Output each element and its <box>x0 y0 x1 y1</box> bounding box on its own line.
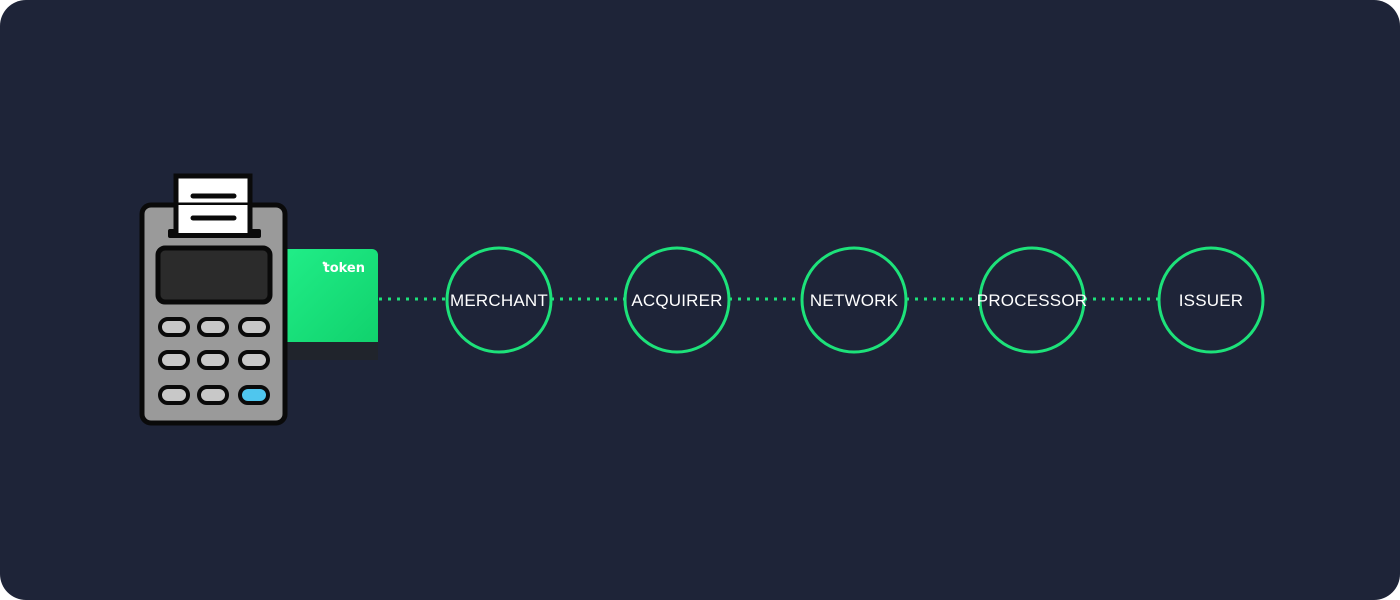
flow-node-label: ISSUER <box>1179 291 1244 310</box>
node-group: MERCHANT ACQUIRER NETWORK PROCESSOR ISSUER <box>445 246 1265 354</box>
flow-node-issuer: ISSUER <box>1157 246 1265 354</box>
flow-node-label: MERCHANT <box>450 291 548 310</box>
flow-node-circle <box>978 246 1086 354</box>
flow-node-circle <box>800 246 908 354</box>
terminal-key <box>158 317 190 337</box>
terminal-key <box>238 317 270 337</box>
payment-terminal-icon <box>139 173 288 426</box>
flow-node-label: ACQUIRER <box>631 291 722 310</box>
flow-node-circle <box>445 246 553 354</box>
flow-node-label: PROCESSOR <box>977 291 1087 310</box>
terminal-key <box>158 350 190 370</box>
terminal-key <box>238 385 270 405</box>
flow-node-processor: PROCESSOR <box>977 246 1087 354</box>
terminal-key <box>238 350 270 370</box>
flow-node-network: NETWORK <box>800 246 908 354</box>
terminal-keypad <box>158 317 270 405</box>
terminal-key <box>158 385 190 405</box>
terminal-key <box>197 317 229 337</box>
flow-node-acquirer: ACQUIRER <box>623 246 731 354</box>
flow-node-label: NETWORK <box>810 291 899 310</box>
terminal-key <box>197 385 229 405</box>
terminal-screen <box>155 245 273 305</box>
flow-node-merchant: MERCHANT <box>445 246 553 354</box>
token-card-icon: token <box>268 249 378 360</box>
terminal-key <box>197 350 229 370</box>
card-brand-label: token <box>323 261 365 276</box>
flow-node-circle <box>623 246 731 354</box>
flow-node-circle <box>1157 246 1265 354</box>
